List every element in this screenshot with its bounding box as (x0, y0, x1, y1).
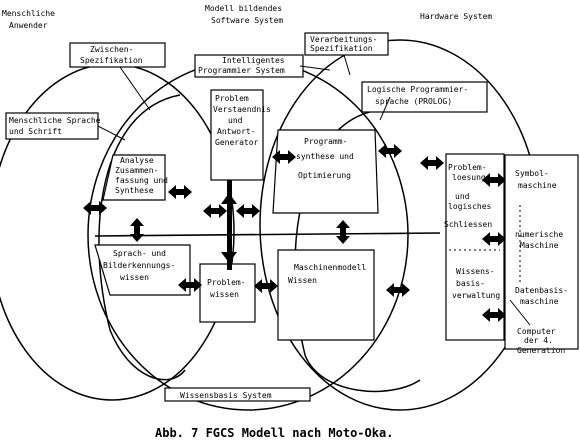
wissensbasis-system-box (164, 387, 311, 402)
zwischen-spez-label: Zwischen- (90, 45, 133, 54)
svg-text:Spezifikation: Spezifikation (80, 56, 143, 65)
hardware-system-label: Hardware System (420, 12, 492, 21)
problem-loesung-label: Problem- (448, 163, 487, 172)
svg-text:Schliessen: Schliessen (444, 220, 492, 229)
svg-text:und: und (455, 192, 470, 201)
problem-wissen-label: Problem- (207, 278, 246, 287)
svg-text:Antwort-: Antwort- (217, 127, 256, 136)
arrow-h-2 (168, 185, 192, 199)
problem-verstaendnis-label: Problem (215, 94, 249, 103)
numerische-maschine-label: numerische (515, 230, 563, 239)
menschliche-anwender-label: Menschliche (2, 9, 55, 18)
svg-text:Maschine: Maschine (520, 241, 559, 250)
svg-text:Software System: Software System (211, 16, 283, 25)
computer-4gen-label: Computer (517, 327, 556, 336)
menschliche-sprache-label: Menschliche Sprache (9, 116, 101, 125)
svg-text:maschine: maschine (518, 181, 557, 190)
analyse-box (102, 154, 166, 201)
verarbeitungs-spez-label: Verarbeitungs- (310, 35, 377, 44)
arrow-h-3 (203, 204, 227, 218)
computer-4gen-box (504, 154, 579, 350)
problem-wissen-box (199, 263, 256, 323)
svg-text:und Schrift: und Schrift (9, 127, 62, 136)
svg-text:Generator: Generator (215, 138, 259, 147)
logische-prog-label: Logische Programmier- (367, 85, 468, 94)
inner-left-loop (98, 94, 186, 381)
svg-text:wissen: wissen (210, 290, 239, 299)
svg-text:sprache (PROLOG): sprache (PROLOG) (375, 97, 452, 106)
svg-text:maschine: maschine (520, 297, 559, 306)
svg-text:loesung: loesung (452, 173, 486, 182)
arrow-v-2 (336, 220, 350, 244)
svg-text:fassung und: fassung und (115, 176, 168, 185)
analyse-label: Analyse (120, 156, 154, 165)
logische-prog-box (361, 81, 488, 113)
svg-text:Bilderkennungs-: Bilderkennungs- (103, 261, 175, 270)
arrow-h-4 (236, 204, 260, 218)
central-connector (221, 180, 237, 270)
svg-text:Synthese: Synthese (115, 186, 154, 195)
svg-text:Verstaendnis: Verstaendnis (213, 105, 271, 114)
sprach-bilder-label: Sprach- und (113, 249, 166, 258)
svg-text:synthese und: synthese und (296, 152, 354, 161)
verarbeitungs-spez-box (304, 32, 389, 56)
modell-software-label: Modell bildendes (205, 4, 282, 13)
svg-text:Zusammen-: Zusammen- (115, 166, 158, 175)
svg-text:Anwender: Anwender (9, 21, 48, 30)
center-axis-line (94, 232, 441, 237)
svg-text:der 4.: der 4. (524, 336, 553, 345)
programm-synthese-label: Programm- (304, 137, 347, 146)
intelligentes-prog-label: Intelligentes (222, 56, 285, 65)
programm-synthese-box (272, 129, 379, 214)
datenbasis-maschine-label: Datenbasis- (515, 286, 568, 295)
labels: Menschliche Anwender Modell bildendes So… (2, 4, 568, 440)
maschinenmodell-label: Maschinenmodell (294, 263, 366, 272)
symbol-maschine-label: Symbol- (515, 169, 549, 178)
svg-text:wissen: wissen (120, 273, 149, 282)
svg-text:logisches: logisches (448, 202, 492, 211)
svg-text:basis-: basis- (456, 279, 485, 288)
problem-verstaendnis-box (210, 89, 264, 181)
arrow-v-1 (130, 218, 144, 242)
svg-text:und: und (228, 116, 243, 125)
svg-text:Optimierung: Optimierung (298, 171, 351, 180)
svg-text:Generation: Generation (517, 346, 565, 355)
svg-text:Wissen: Wissen (288, 276, 317, 285)
problem-loesung-box (445, 153, 505, 341)
figure-caption: Abb. 7 FGCS Modell nach Moto-Oka. (155, 426, 393, 440)
maschinenmodell-box (277, 249, 375, 341)
zwischen-spez-box (69, 42, 166, 68)
arrow-h-7 (420, 156, 444, 170)
svg-text:verwaltung: verwaltung (452, 291, 500, 300)
svg-text:Programmier System: Programmier System (198, 66, 285, 75)
wissensbasis-verwaltung-label: Wissens- (456, 267, 495, 276)
wissensbasis-system-label: Wissensbasis System (180, 391, 272, 400)
svg-text:Spezifikation: Spezifikation (310, 44, 373, 53)
sprach-bilder-box (94, 244, 191, 296)
arrow-h-1 (83, 201, 107, 215)
